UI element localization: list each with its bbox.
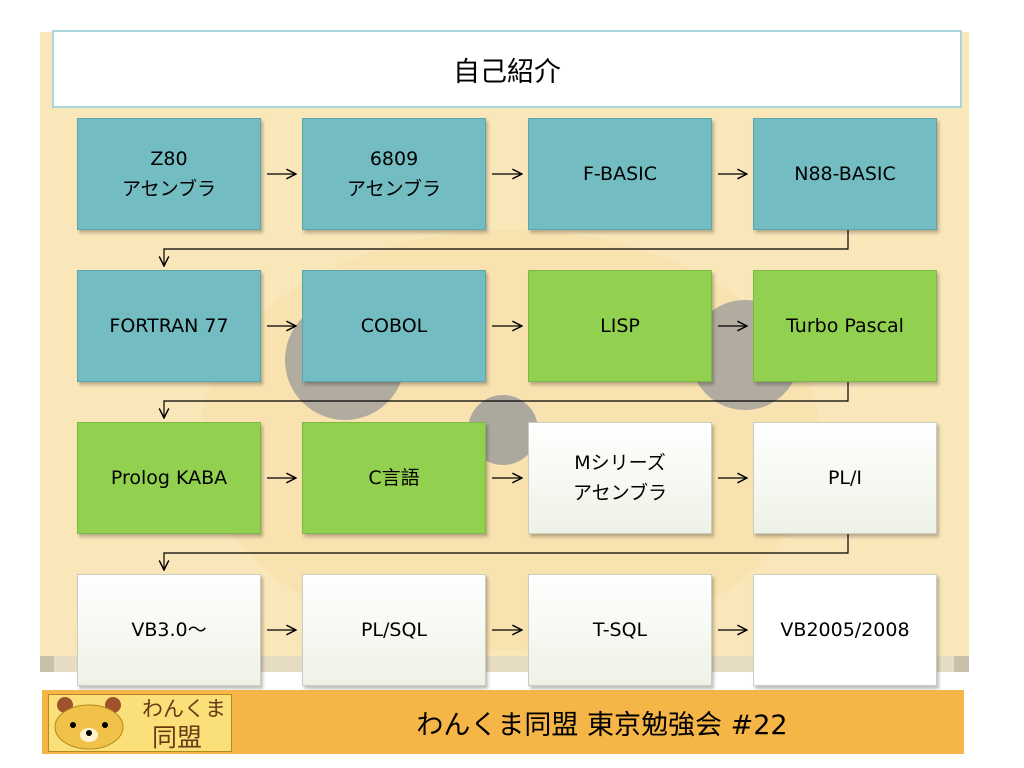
node-vb2005: VB2005/2008 [753, 574, 937, 686]
node-label: PL/I [827, 467, 863, 489]
node-vb3: VB3.0～ [77, 574, 261, 686]
arrow-wrap-down [164, 382, 849, 418]
node-label: Z80 [150, 148, 188, 170]
node-label: Turbo Pascal [786, 315, 904, 337]
panel-bottom-inner [54, 656, 954, 672]
node-label: C言語 [368, 467, 420, 489]
node-pl-i: PL/I [753, 422, 937, 534]
footer-text: わんくま同盟 東京勉強会 #22 [416, 709, 788, 741]
node-label: T-SQL [592, 619, 648, 641]
node-label: アセンブラ [346, 178, 442, 200]
node-label: PL/SQL [360, 619, 428, 641]
node-label: アセンブラ [121, 178, 217, 200]
logo-text-line1: わんくま [142, 697, 226, 721]
node-label: VB3.0～ [131, 619, 207, 641]
wankuma-logo [48, 694, 232, 752]
node-turbo-pascal: Turbo Pascal [753, 270, 937, 382]
node-6809: 6809 アセンブラ [302, 118, 486, 230]
node-label: COBOL [360, 315, 428, 337]
node-prolog-kaba: Prolog KABA [77, 422, 261, 534]
arrow-wrap-down [164, 230, 849, 266]
node-label: N88-BASIC [794, 163, 896, 185]
node-label: VB2005/2008 [780, 619, 910, 641]
node-label: Prolog KABA [110, 467, 228, 489]
node-n88-basic: N88-BASIC [753, 118, 937, 230]
node-pl-sql: PL/SQL [302, 574, 486, 686]
node-c-lang: C言語 [302, 422, 486, 534]
node-fortran-77: FORTRAN 77 [77, 270, 261, 382]
node-z80: Z80 アセンブラ [77, 118, 261, 230]
bear-icon [54, 697, 124, 750]
node-cobol: COBOL [302, 270, 486, 382]
node-label: FORTRAN 77 [109, 315, 229, 337]
arrow-wrap-down [164, 534, 849, 570]
node-label: 6809 [369, 148, 419, 170]
node-label: アセンブラ [572, 482, 668, 504]
node-f-basic: F-BASIC [528, 118, 712, 230]
node-lisp: LISP [528, 270, 712, 382]
slide-title: 自己紹介 [52, 30, 962, 108]
node-label: Mシリーズ [574, 452, 666, 474]
node-t-sql: T-SQL [528, 574, 712, 686]
logo-text-line2: 同盟 [152, 723, 203, 752]
node-m-series: Mシリーズアセンブラ [528, 422, 712, 534]
node-label: F-BASIC [582, 163, 658, 185]
node-label: LISP [600, 315, 640, 337]
